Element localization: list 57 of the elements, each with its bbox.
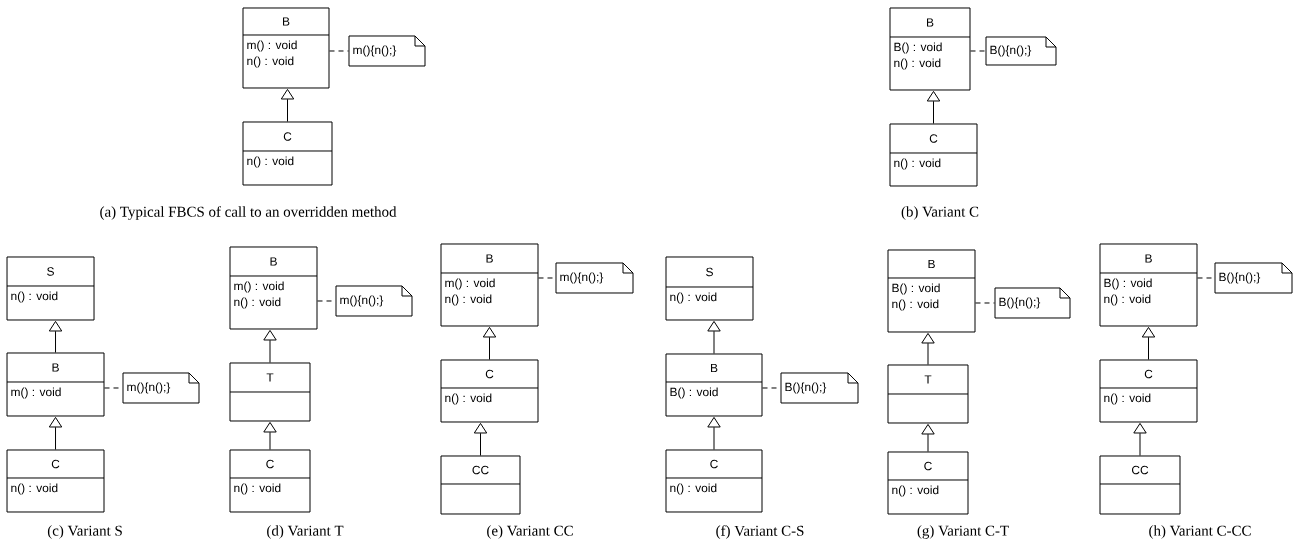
inheritance-arrow bbox=[280, 88, 295, 122]
class-box: T bbox=[887, 364, 969, 424]
class-box: B m() : void n() : void bbox=[440, 243, 539, 327]
inheritance-arrow bbox=[263, 329, 277, 363]
class-box: CC bbox=[440, 455, 521, 515]
inheritance-arrow bbox=[921, 423, 935, 452]
caption: (e) Variant CC bbox=[487, 525, 573, 539]
class-box: CC bbox=[1099, 455, 1181, 515]
caption: (g) Variant C-T bbox=[917, 525, 1009, 539]
note-connector bbox=[1197, 277, 1215, 279]
class-box: B B() : void n() : void bbox=[1099, 243, 1198, 327]
note-box: B(){n();} bbox=[985, 36, 1057, 66]
caption: (d) Variant T bbox=[267, 525, 344, 539]
inheritance-arrow bbox=[1133, 422, 1147, 456]
caption: (f) Variant C-S bbox=[716, 525, 804, 539]
note-box: m(){n();} bbox=[555, 262, 634, 294]
class-box: B m() : void n() : void bbox=[242, 7, 330, 89]
inheritance-arrow bbox=[473, 422, 488, 456]
class-box: B B() : void n() : void bbox=[889, 7, 971, 91]
class-box: B m() : void bbox=[6, 352, 105, 417]
class-box: C n() : void bbox=[6, 449, 105, 513]
class-box: C n() : void bbox=[665, 449, 763, 513]
inheritance-arrow bbox=[921, 332, 935, 365]
inheritance-arrow bbox=[707, 320, 721, 354]
inheritance-arrow bbox=[707, 416, 721, 450]
note-box: B(){n();} bbox=[1214, 262, 1293, 294]
note-connector bbox=[329, 50, 349, 52]
caption: (b) Variant C bbox=[901, 206, 979, 220]
class-box: C n() : void bbox=[229, 449, 311, 513]
inheritance-arrow bbox=[1141, 326, 1156, 360]
caption: (h) Variant C-CC bbox=[1149, 525, 1251, 539]
class-box: C n() : void bbox=[242, 121, 333, 186]
class-box: S n() : void bbox=[6, 256, 95, 321]
caption: (c) Variant S bbox=[47, 525, 122, 539]
inheritance-arrow bbox=[926, 90, 941, 124]
note-connector bbox=[538, 277, 556, 279]
class-box: T bbox=[229, 362, 311, 422]
class-box: C n() : void bbox=[889, 123, 978, 187]
note-box: B(){n();} bbox=[780, 372, 859, 404]
note-connector bbox=[975, 302, 995, 304]
note-box: B(){n();} bbox=[994, 287, 1071, 319]
note-box: m(){n();} bbox=[122, 372, 200, 404]
note-box: m(){n();} bbox=[348, 35, 426, 67]
caption: (a) Typical FBCS of call to an overridden method bbox=[100, 206, 397, 220]
inheritance-arrow bbox=[263, 421, 277, 450]
class-box: B B() : void bbox=[665, 353, 763, 417]
class-box: S n() : void bbox=[665, 256, 754, 321]
inheritance-arrow bbox=[48, 320, 63, 353]
inheritance-arrow bbox=[482, 326, 497, 360]
note-box: m(){n();} bbox=[335, 285, 413, 317]
class-box: C n() : void bbox=[1099, 359, 1198, 423]
class-box: C n() : void bbox=[440, 359, 539, 423]
note-connector bbox=[970, 50, 986, 52]
class-box: B m() : void n() : void bbox=[229, 246, 318, 330]
class-box: B B() : void n() : void bbox=[887, 249, 976, 333]
inheritance-arrow bbox=[48, 416, 63, 450]
class-box: C n() : void bbox=[887, 451, 969, 515]
